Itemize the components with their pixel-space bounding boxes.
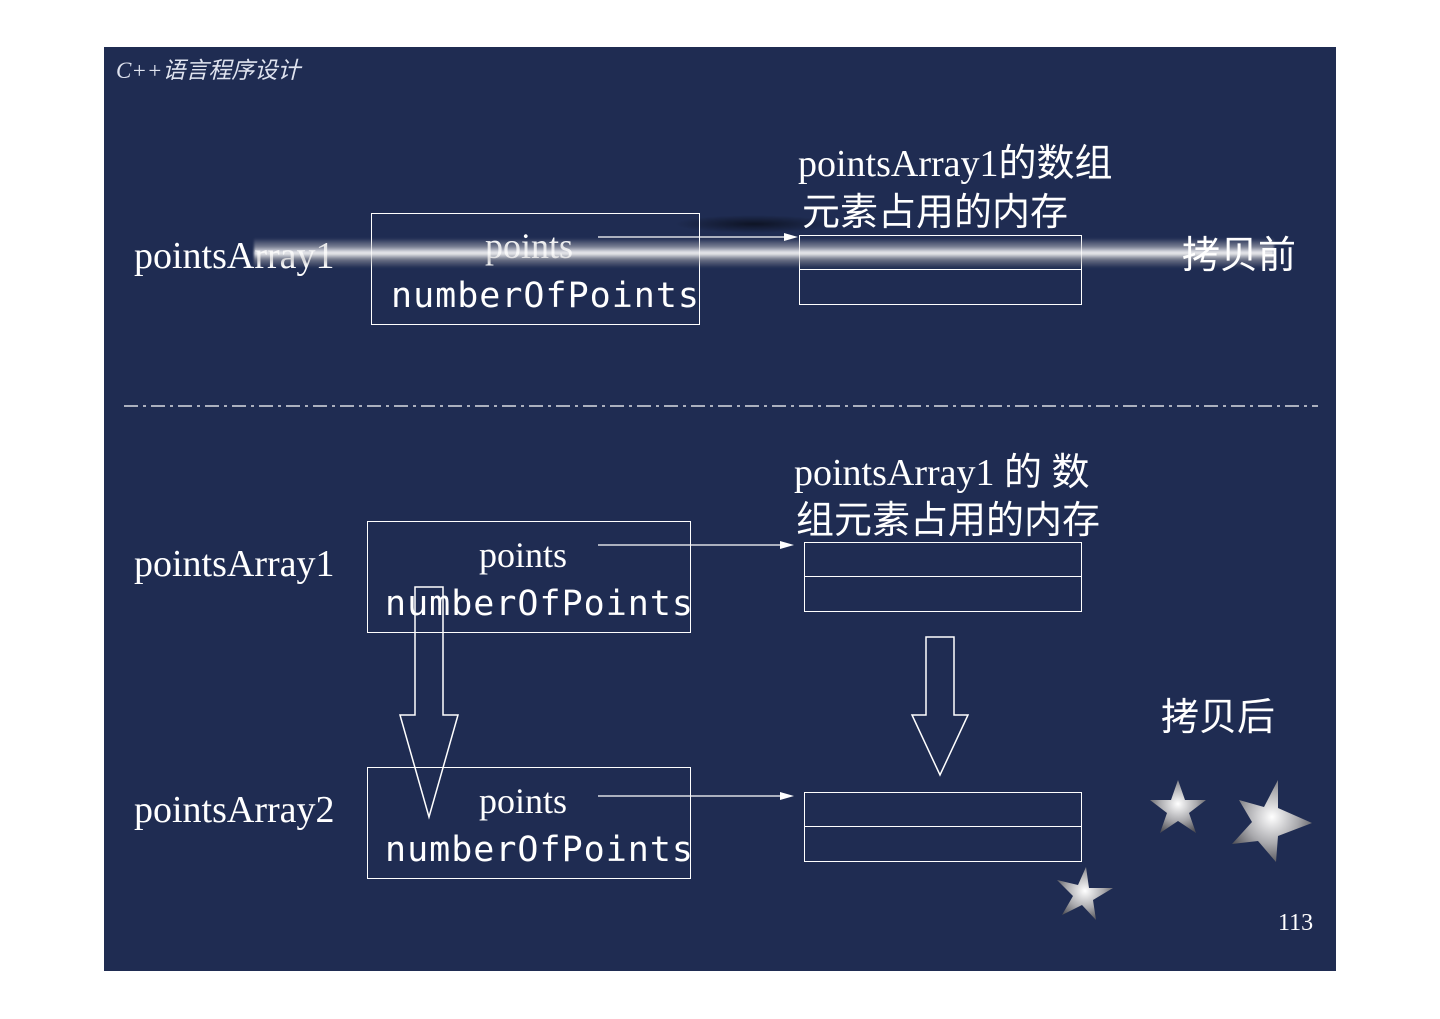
before-memory-block (799, 235, 1082, 305)
motion-streak (254, 238, 1274, 268)
before-count-field: numberOfPoints (391, 276, 701, 316)
after-object2-count-field: numberOfPoints (385, 830, 695, 870)
slide-header-title: C++语言程序设计 (116, 58, 301, 83)
before-state-label: 拷贝前 (1182, 235, 1297, 277)
after-memory-label-line2: 组元素占用的内存 (796, 500, 1101, 542)
after-memory-block-1 (804, 542, 1082, 612)
after-pointer1-arrowhead (780, 541, 794, 549)
after-object1-points-field: points (479, 535, 568, 575)
before-memory-label-line1: pointsArray1的数组 (798, 143, 1113, 185)
page-number: 113 (1278, 910, 1314, 936)
before-memory-label-line2: 元素占用的内存 (802, 192, 1069, 234)
after-object1-box (367, 521, 691, 633)
after-object2-points-field: points (479, 781, 568, 821)
star-icon (1150, 780, 1206, 833)
star-icon (1232, 780, 1312, 862)
after-memory-label-line1: pointsArray1 的 数 (794, 452, 1090, 494)
copy-object-arrow (399, 586, 459, 820)
after-object2-box (367, 767, 691, 879)
after-memory-block-2-cell-1 (805, 793, 1081, 827)
motion-streak-shadow (674, 215, 834, 233)
diagram-overlay (124, 233, 1318, 920)
after-object1-count-field: numberOfPoints (385, 584, 695, 624)
after-pointer2-arrowhead (780, 792, 794, 800)
after-memory-block-1-cell-1 (805, 543, 1081, 577)
after-var2-label: pointsArray2 (134, 789, 335, 831)
after-state-label: 拷贝后 (1161, 697, 1276, 739)
star-icon (1057, 867, 1113, 920)
before-pointer-arrowhead (784, 233, 798, 241)
before-memory-cell-1 (800, 236, 1081, 270)
after-memory-block-2 (804, 792, 1082, 862)
slide: C++语言程序设计 pointsArray1 points numberOfPo… (104, 47, 1336, 971)
copy-memory-arrow (910, 636, 970, 777)
before-object-box (371, 213, 700, 325)
after-var1-label: pointsArray1 (134, 543, 335, 585)
